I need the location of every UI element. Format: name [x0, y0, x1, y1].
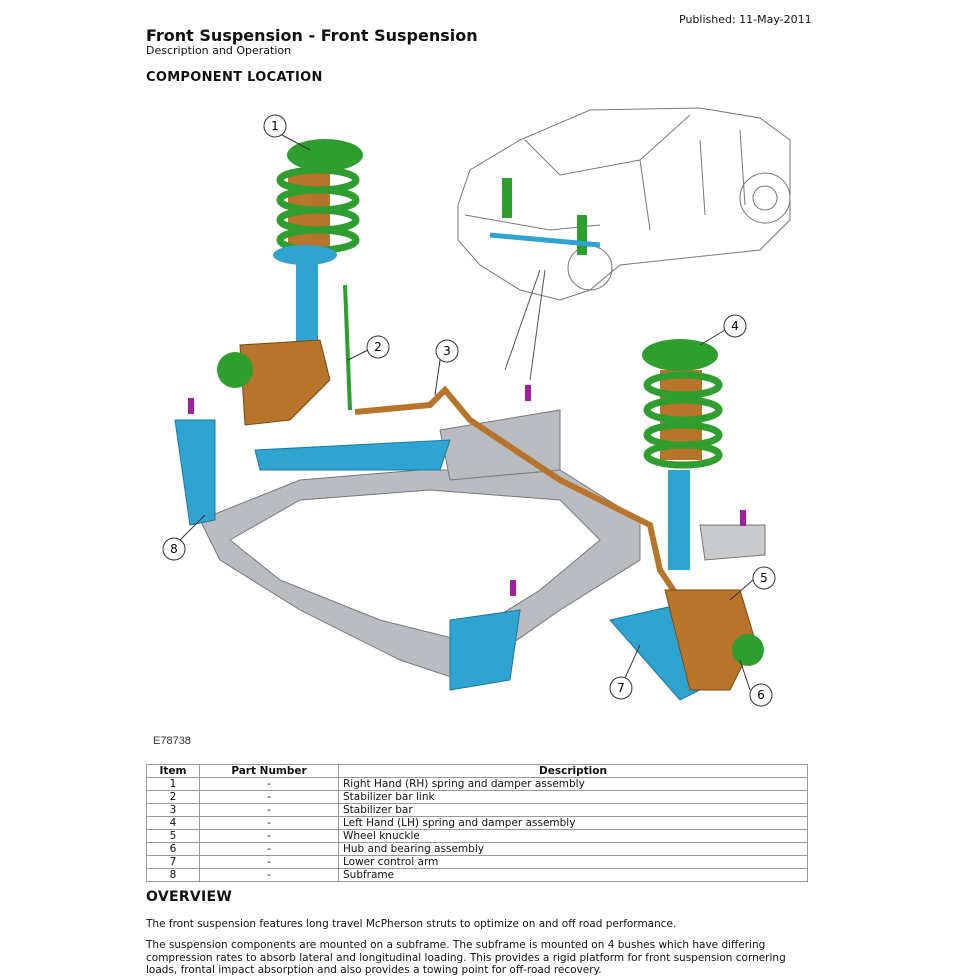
svg-text:8: 8 — [170, 542, 178, 556]
cell-part-number: - — [199, 816, 339, 830]
cell-description: Stabilizer bar — [338, 803, 808, 817]
svg-text:1: 1 — [271, 119, 279, 133]
cell-description: Right Hand (RH) spring and damper assemb… — [338, 777, 808, 791]
cell-description: Subframe — [338, 868, 808, 882]
callouts: 1 2 3 4 5 6 7 8 — [162, 114, 776, 707]
cell-part-number: - — [199, 842, 339, 856]
svg-text:7: 7 — [617, 681, 625, 695]
cell-part-number: - — [199, 829, 339, 843]
callout-3: 3 — [435, 339, 459, 363]
table-row: 7-Lower control arm — [146, 855, 808, 869]
svg-text:4: 4 — [731, 319, 739, 333]
table-row: 6-Hub and bearing assembly — [146, 842, 808, 856]
table-row: 4-Left Hand (LH) spring and damper assem… — [146, 816, 808, 830]
column-header-description: Description — [338, 764, 808, 778]
cell-item: 8 — [146, 868, 200, 882]
cell-description: Hub and bearing assembly — [338, 842, 808, 856]
column-header-item: Item — [146, 764, 200, 778]
cell-item: 2 — [146, 790, 200, 804]
cell-part-number: - — [199, 868, 339, 882]
cell-item: 4 — [146, 816, 200, 830]
callout-8: 8 — [162, 537, 186, 561]
svg-text:2: 2 — [374, 340, 382, 354]
figure-id: E78738 — [153, 735, 191, 747]
published-date: Published: 11-May-2011 — [679, 13, 812, 26]
parts-table: Item Part Number Description 1-Right Han… — [146, 764, 808, 882]
svg-text:6: 6 — [757, 688, 765, 702]
cell-item: 1 — [146, 777, 200, 791]
cell-part-number: - — [199, 777, 339, 791]
cell-part-number: - — [199, 790, 339, 804]
table-row: 2-Stabilizer bar link — [146, 790, 808, 804]
callout-6: 6 — [749, 683, 773, 707]
svg-text:3: 3 — [443, 344, 451, 358]
cell-item: 7 — [146, 855, 200, 869]
svg-text:5: 5 — [760, 571, 768, 585]
cell-description: Left Hand (LH) spring and damper assembl… — [338, 816, 808, 830]
callout-2: 2 — [366, 335, 390, 359]
overview-paragraph-1: The front suspension features long trave… — [146, 918, 677, 930]
cell-description: Wheel knuckle — [338, 829, 808, 843]
suspension-diagram: 1 2 3 4 5 6 7 8 — [162, 107, 791, 707]
cell-part-number: - — [199, 855, 339, 869]
cell-description: Lower control arm — [338, 855, 808, 869]
cell-description: Stabilizer bar link — [338, 790, 808, 804]
section-heading-overview: OVERVIEW — [146, 889, 233, 905]
page-title: Front Suspension - Front Suspension — [146, 26, 478, 45]
column-header-part-number: Part Number — [199, 764, 339, 778]
callout-7: 7 — [609, 676, 633, 700]
callout-5: 5 — [752, 566, 776, 590]
table-row: 3-Stabilizer bar — [146, 803, 808, 817]
section-heading-component-location: COMPONENT LOCATION — [146, 70, 323, 85]
cell-item: 5 — [146, 829, 200, 843]
overview-paragraph-2: The suspension components are mounted on… — [146, 939, 786, 976]
table-row: 1-Right Hand (RH) spring and damper asse… — [146, 777, 808, 791]
subframe — [199, 409, 641, 681]
page-subtitle: Description and Operation — [146, 44, 292, 57]
callout-1: 1 — [263, 114, 287, 138]
callout-4: 4 — [723, 314, 747, 338]
cell-item: 3 — [146, 803, 200, 817]
cell-item: 6 — [146, 842, 200, 856]
table-row: 5-Wheel knuckle — [146, 829, 808, 843]
cell-part-number: - — [199, 803, 339, 817]
table-row: 8-Subframe — [146, 868, 808, 882]
